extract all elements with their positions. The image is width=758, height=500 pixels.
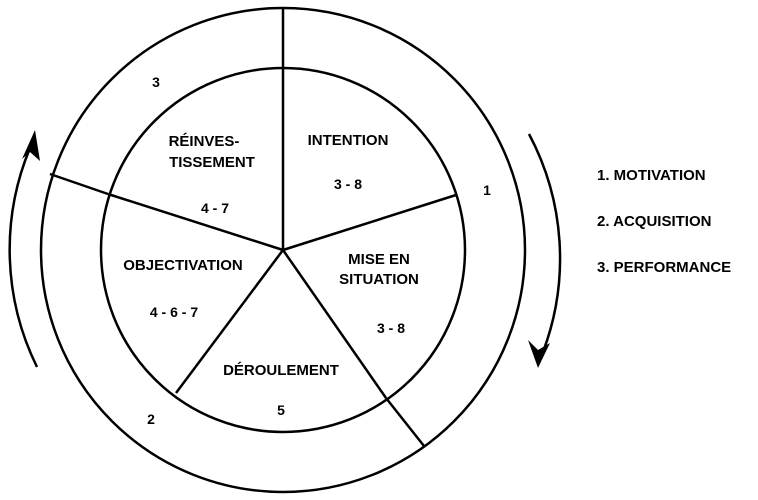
segment-mise-en-situation-title-line2: SITUATION	[339, 271, 419, 288]
segment-mise-en-situation-codes: 3 - 8	[377, 320, 405, 336]
segment-reinvestissement-title-line2: TISSEMENT	[169, 154, 255, 171]
segment-deroulement-title: DÉROULEMENT	[223, 362, 339, 379]
segment-reinvestissement-codes: 4 - 7	[201, 200, 229, 216]
segment-reinvestissement-title-line1: RÉINVES-	[169, 133, 240, 150]
spoke-left	[107, 192, 284, 252]
segment-intention-codes: 3 - 8	[334, 176, 362, 192]
legend-item-3: 3. PERFORMANCE	[597, 259, 731, 276]
arrow-right-curve	[527, 133, 562, 353]
segment-intention-title: INTENTION	[308, 132, 389, 149]
ring-label-3: 3	[152, 74, 160, 90]
arrow-left-head-icon	[22, 130, 40, 161]
legend: 1. MOTIVATION 2. ACQUISITION 3. PERFORMA…	[597, 167, 731, 276]
arrow-left-curve	[8, 147, 39, 368]
ring-divider-lower-right	[385, 397, 425, 447]
segment-deroulement-codes: 5	[277, 402, 285, 418]
spoke-right	[282, 193, 457, 252]
spoke-lower-left	[174, 249, 285, 394]
ring-label-1: 1	[483, 182, 491, 198]
segment-objectivation-codes: 4 - 6 - 7	[150, 304, 198, 320]
segment-objectivation-title: OBJECTIVATION	[123, 257, 242, 274]
arrow-right-head-icon	[528, 340, 550, 368]
spoke-lower-right	[281, 249, 388, 399]
legend-item-1: 1. MOTIVATION	[597, 167, 706, 184]
ring-divider-left	[49, 172, 109, 196]
ring-label-2: 2	[147, 411, 155, 427]
legend-item-2: 2. ACQUISITION	[597, 213, 711, 230]
segment-mise-en-situation-title-line1: MISE EN	[348, 251, 410, 268]
